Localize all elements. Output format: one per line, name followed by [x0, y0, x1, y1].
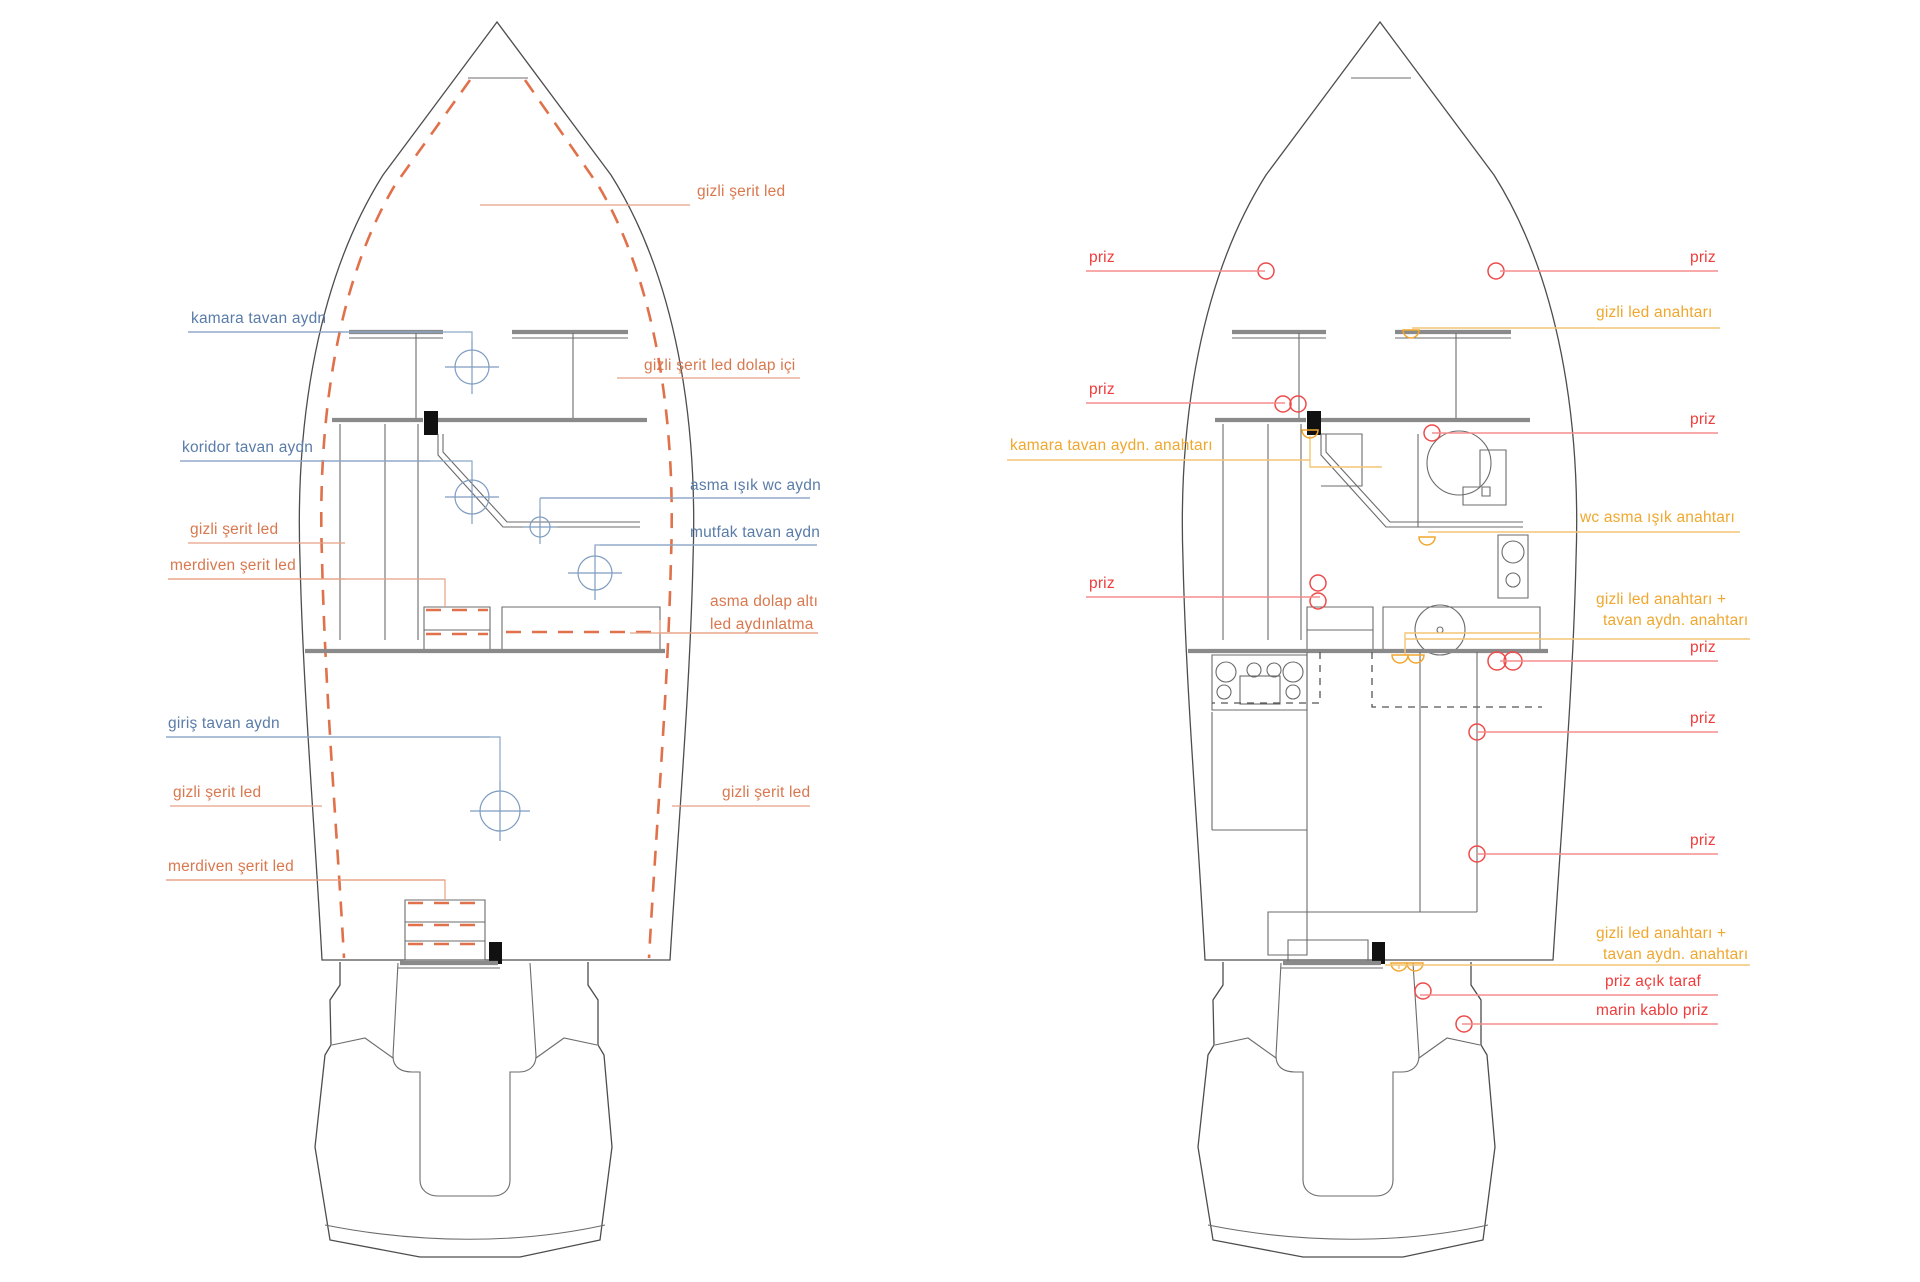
cockpit-outline-right	[1197, 962, 1496, 1258]
annotation-label-r3: gizli led anahtarı	[1596, 304, 1712, 321]
switch-wiring-runs	[1309, 436, 1540, 969]
annotation-label-l6: gizli şerit led	[190, 521, 278, 538]
wc-angled-wall-r	[1320, 434, 1523, 528]
annotation-label-r5: kamara tavan aydn. anahtarı	[1010, 437, 1213, 454]
ceiling-light-symbols-left	[445, 340, 622, 841]
cooktop-burner-1	[1215, 661, 1237, 683]
galley-sink	[1414, 604, 1466, 656]
annotation-label-l4: koridor tavan aydn	[182, 439, 313, 456]
annotation-label-r11: priz	[1690, 639, 1716, 656]
wc-inner-wall	[1321, 433, 1363, 487]
annotation-label-l1: gizli şerit led	[697, 183, 785, 200]
label-layer: gizli şerit led kamara tavan aydn gizli şe…	[168, 183, 1748, 1019]
cockpit-floor	[324, 1224, 606, 1240]
cooktop-burner-5	[1216, 684, 1232, 700]
annotation-label-r17: marin kablo priz	[1596, 1002, 1709, 1019]
cockpit-well	[392, 962, 537, 1197]
annotation-label-l14: merdiven şerit led	[168, 858, 294, 875]
annotation-label-l2: kamara tavan aydn	[191, 310, 326, 327]
annotation-label-l10: led aydınlatma	[710, 616, 814, 633]
annotation-label-r4: priz	[1089, 381, 1115, 398]
switch-symbols	[1301, 329, 1436, 972]
stove-burner-large	[1501, 540, 1525, 564]
annotation-label-r2: priz	[1690, 249, 1716, 266]
cockpit-seat-port-r	[1214, 1037, 1277, 1059]
hull-outline-left	[298, 20, 695, 961]
cooktop-burner-6	[1285, 684, 1301, 700]
hidden-table-outline	[1212, 652, 1321, 704]
galley-sink-drain	[1436, 626, 1444, 634]
annotation-label-l9: asma dolap altı	[710, 593, 818, 610]
led-strip-outline-left-stbd	[523, 79, 674, 959]
door-block-lower	[489, 942, 502, 964]
annotation-label-r6: priz	[1690, 411, 1716, 428]
wc-angled-wall-inner	[442, 434, 640, 523]
cockpit-outline-left	[314, 962, 613, 1258]
annotation-label-l8: merdiven şerit led	[170, 557, 296, 574]
annotation-label-r13: priz	[1690, 832, 1716, 849]
annotation-label-r9: gizli led anahtarı +	[1596, 591, 1726, 608]
wc-angled-wall-inner-r	[1325, 434, 1523, 523]
annotation-label-r15: tavan aydn. anahtarı	[1603, 946, 1748, 963]
ladder-box	[404, 899, 486, 961]
door-block-upper-r	[1307, 411, 1321, 435]
annotation-label-r1: priz	[1089, 249, 1115, 266]
wc-basin	[1426, 430, 1492, 496]
cockpit-floor-r	[1207, 1224, 1489, 1240]
annotation-label-r14: gizli led anahtarı +	[1596, 925, 1726, 942]
wc-angled-wall	[437, 434, 640, 528]
annotation-label-l3: gizli şerit led dolap içi	[644, 357, 795, 374]
hidden-table-outline-2	[1371, 652, 1542, 708]
annotation-label-r16: priz açık taraf	[1605, 973, 1702, 990]
led-strip-outline-left	[319, 79, 472, 959]
door-block-upper	[424, 411, 438, 435]
annotation-label-r12: priz	[1690, 710, 1716, 727]
annotation-label-r8: priz	[1089, 575, 1115, 592]
stove-burner-small	[1505, 572, 1521, 588]
cockpit-well-r	[1275, 962, 1420, 1197]
socket-symbols	[1257, 262, 1523, 1033]
annotation-label-l11: giriş tavan aydn	[168, 715, 280, 732]
cooktop-burner-2	[1246, 662, 1262, 678]
saloon-step	[1267, 911, 1308, 956]
annotation-label-l5: asma ışık wc aydn	[690, 477, 821, 494]
cooktop-burner-3	[1266, 662, 1282, 678]
left-view-lighting-plan	[166, 20, 818, 1258]
annotation-label-r7: wc asma ışık anahtarı	[1579, 509, 1735, 526]
cockpit-seat-port	[331, 1037, 394, 1059]
leader-layer	[166, 204, 1750, 1025]
galley-counter-box	[423, 606, 491, 651]
cooktop-burner-4	[1282, 661, 1304, 683]
wc-toilet	[1462, 449, 1507, 506]
annotation-label-r10: tavan aydn. anahtarı	[1603, 612, 1748, 629]
stove-box	[1497, 534, 1529, 599]
wc-toilet-inner	[1481, 486, 1491, 497]
cockpit-seat-stbd-r	[1418, 1037, 1481, 1059]
hull-outline-right	[1181, 20, 1578, 961]
galley-box-r	[1306, 606, 1374, 651]
annotation-label-l13: gizli şerit led	[722, 784, 810, 801]
cooktop-center	[1239, 675, 1281, 705]
annotation-label-l7: mutfak tavan aydn	[690, 524, 820, 541]
annotation-label-l12: gizli şerit led	[173, 784, 261, 801]
cockpit-seat-stbd	[535, 1037, 598, 1059]
starboard-counter	[501, 606, 661, 651]
door-block-lower-r	[1372, 942, 1385, 964]
